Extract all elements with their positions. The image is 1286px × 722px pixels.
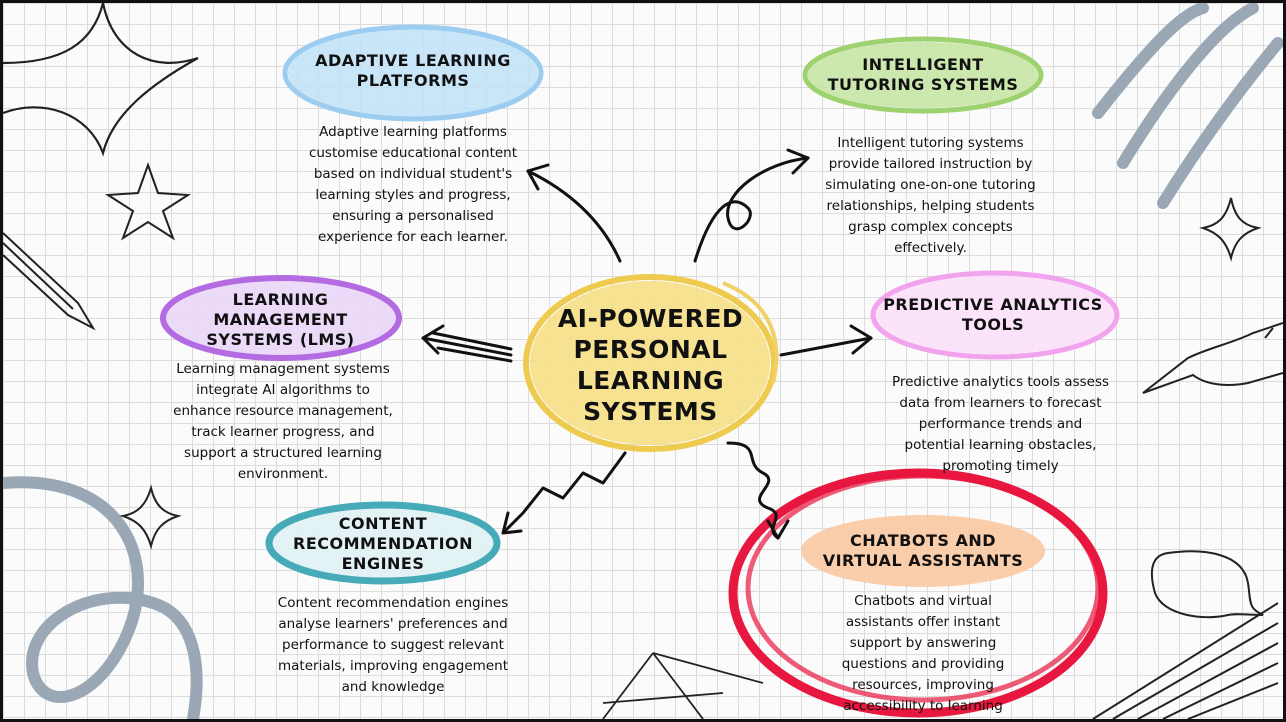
intelligent-tutoring-title: INTELLIGENT TUTORING SYSTEMS [827,55,1019,94]
chatbots-red-ring [728,468,1108,718]
chatbots-description: Chatbots and virtual assistants offer in… [841,593,1005,714]
lms-highlight-stroke [160,275,402,361]
chatbots-highlight [801,515,1045,587]
scribble-bottom-left [3,476,203,719]
tutoring-highlight [808,42,1038,108]
sparkle-doodle-left [119,484,182,550]
arrow-to-content [501,451,627,535]
tutoring-highlight-stroke [802,36,1044,114]
arrow-to-chatbots [726,441,780,540]
arrow-to-lms [421,336,513,357]
predictive-analytics-description: Predictive analytics tools assess data f… [891,374,1110,474]
adaptive-learning-description: Adaptive learning platforms customise ed… [308,124,518,245]
predictive-highlight [875,275,1115,355]
speech-bubble-doodle [1150,550,1264,619]
center-accent-stroke [722,281,779,384]
adaptive-highlight-stroke [282,24,544,122]
center-title: AI-POWERED PERSONAL LEARNING SYSTEMS [557,304,744,426]
center-highlight [530,281,770,445]
triangle-doodle [602,652,764,719]
scribble-top-right [1092,3,1283,209]
content-highlight-stroke [265,501,501,585]
arrow-to-predictive [779,336,873,357]
hatch-lines-bottom-right [1092,602,1279,719]
lms-description: Learning management systems integrate AI… [173,361,393,482]
arrow-to-adaptive [526,169,622,263]
arrow-to-tutoring [693,156,810,263]
connector-arrows [421,148,873,540]
predictive-analytics-title: PREDICTIVE ANALYTICS TOOLS [883,295,1103,334]
center-highlight-stroke [523,274,777,452]
predictive-highlight-stroke [870,270,1120,360]
content-recommendation-title: CONTENT RECOMMENDATION ENGINES [293,514,474,573]
lms-highlight [166,280,396,356]
lms-title: LEARNING MANAGEMENT SYSTEMS (LMS) [206,290,355,349]
decoration-layer [3,3,1283,719]
content-recommendation-description: Content recommendation engines analyse l… [277,595,509,695]
intelligent-tutoring-description: Intelligent tutoring systems provide tai… [825,135,1036,256]
adaptive-learning-title: ADAPTIVE LEARNING PLATFORMS [315,51,511,90]
pencil-doodle [3,232,96,331]
star-doodle-large [3,3,199,157]
chatbots-red-ring-2 [745,473,1101,703]
sparkle-doodle-right [1199,197,1262,262]
star-doodle-small [104,162,192,241]
adaptive-highlight [288,29,538,117]
chatbots-title: CHATBOTS AND VIRTUAL ASSISTANTS [822,531,1024,570]
pointing-hand-doodle [1142,322,1283,394]
content-highlight [271,507,495,579]
